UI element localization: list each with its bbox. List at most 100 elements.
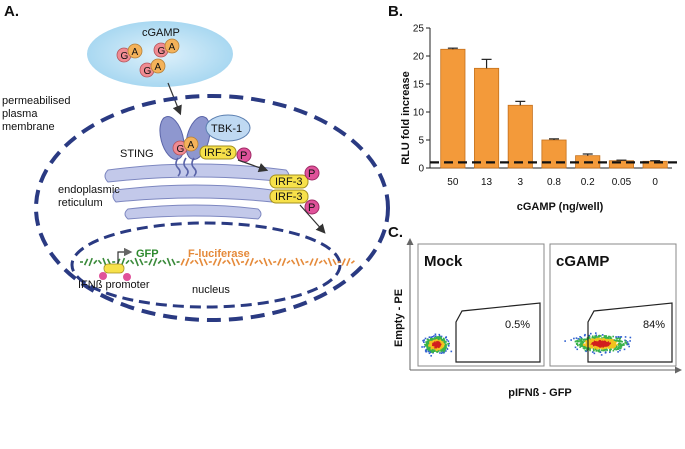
- facs-dot: [618, 343, 621, 346]
- facs-dot: [434, 341, 436, 343]
- facs-dot: [605, 338, 607, 340]
- facs-dot: [614, 344, 616, 347]
- facs-dot: [607, 341, 610, 343]
- facs-dot: [576, 342, 578, 345]
- facs-dot: [576, 339, 579, 342]
- panel-b-label: B.: [388, 3, 403, 20]
- facs-xlabel: pIFNß - GFP: [508, 387, 572, 399]
- facs-dot: [444, 336, 447, 339]
- facs-dot: [618, 337, 621, 340]
- facs-dot: [426, 341, 429, 344]
- facs-dot: [585, 340, 588, 342]
- facs-dot: [611, 345, 613, 348]
- facs-dot: [593, 352, 596, 355]
- facs-dot: [576, 348, 579, 351]
- facs-dot: [442, 347, 444, 350]
- facs-dot: [596, 336, 599, 338]
- arrow-dimer-to-nucleus: [299, 204, 326, 234]
- facs-dot: [439, 346, 442, 349]
- facs-dot: [442, 349, 445, 351]
- facs-dot: [603, 343, 605, 346]
- facs-dot: [440, 345, 442, 347]
- facs-dot: [601, 341, 604, 344]
- facs-dot: [619, 344, 622, 347]
- facs-dot: [424, 337, 427, 340]
- facs-dot: [595, 350, 598, 352]
- facs-dot: [442, 351, 445, 354]
- facs-dot: [600, 349, 603, 351]
- facs-dot: [586, 349, 588, 352]
- dna-segment: [240, 260, 245, 264]
- facs-dot: [595, 344, 597, 347]
- facs-dot: [428, 343, 431, 346]
- facs-dot: [443, 348, 446, 350]
- facs-dot: [434, 338, 436, 340]
- facs-dot: [447, 343, 449, 345]
- dna-segment: [198, 257, 204, 267]
- facs-dot: [619, 343, 622, 345]
- facs-dot: [599, 351, 602, 354]
- facs-dot: [426, 344, 428, 346]
- facs-dot: [432, 338, 435, 341]
- facs-dot: [586, 339, 589, 341]
- irf3-bound-label: IRF-3: [204, 147, 232, 159]
- facs-dot: [595, 334, 598, 337]
- facs-dot: [607, 336, 609, 339]
- facs-dot: [432, 348, 435, 350]
- facs-dot: [432, 342, 434, 345]
- facs-dot: [599, 345, 602, 348]
- facs-dot: [613, 344, 615, 347]
- facs-dot: [620, 336, 623, 338]
- facs-dot: [586, 344, 589, 347]
- facs-dot: [597, 350, 600, 352]
- dna-segment: [258, 259, 264, 265]
- cgamp-cloud-label: cGAMP: [142, 27, 180, 39]
- facs-dot: [425, 349, 427, 351]
- facs-dot: [596, 341, 599, 343]
- facs-dot: [613, 343, 616, 345]
- facs-dot: [430, 336, 433, 338]
- facs-dot: [584, 346, 587, 349]
- facs-dot: [436, 351, 438, 353]
- facs-dot: [429, 346, 432, 349]
- facs-dot: [581, 341, 583, 344]
- er-label-line2: reticulum: [58, 197, 103, 209]
- facs-dot: [588, 334, 591, 337]
- dna-segment: [327, 257, 333, 267]
- molecule-g-letter: G: [144, 66, 152, 77]
- facs-dot: [611, 338, 614, 341]
- dna-segment: [313, 257, 319, 267]
- facs-dot: [423, 346, 426, 348]
- facs-dot: [434, 345, 437, 348]
- facs-percent-cgamp: 84%: [643, 319, 665, 331]
- gfp-label: GFP: [136, 248, 159, 260]
- molecule-g-letter: G: [158, 46, 166, 57]
- facs-dot: [433, 343, 436, 346]
- facs-dot: [607, 346, 610, 349]
- facs-dot: [432, 344, 434, 347]
- dna-segment: [337, 260, 341, 264]
- facs-dot: [425, 342, 428, 345]
- phospho-3: [304, 199, 320, 215]
- facs-dot: [570, 339, 572, 341]
- facs-dot: [613, 339, 616, 341]
- facs-dot: [443, 347, 446, 349]
- facs-dot: [430, 338, 432, 340]
- dna-segment: [272, 260, 277, 264]
- facs-dot: [580, 342, 583, 345]
- facs-dot: [580, 340, 583, 343]
- plasma-membrane: [34, 94, 390, 322]
- facs-dot: [446, 348, 449, 350]
- dna-segment: [162, 259, 167, 265]
- dna-segment: [189, 259, 194, 265]
- facs-dot: [435, 337, 437, 340]
- dna-segment: [208, 260, 212, 264]
- facs-dot: [614, 340, 616, 343]
- facs-dot: [424, 350, 427, 352]
- facs-dot: [447, 340, 450, 342]
- facs-dot: [435, 343, 438, 345]
- facs-dot: [441, 343, 444, 345]
